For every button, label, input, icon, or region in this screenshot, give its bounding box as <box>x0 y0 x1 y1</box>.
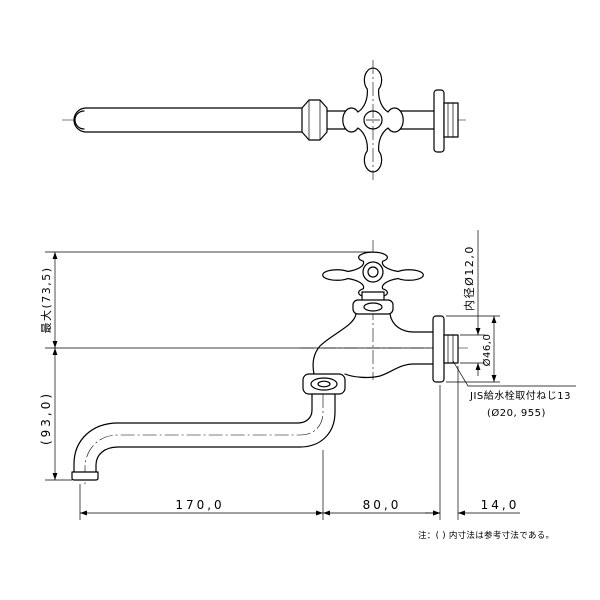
top-flange <box>433 89 445 153</box>
front-body-top-arm <box>389 313 434 333</box>
front-body-bottom <box>344 363 434 379</box>
top-spout-tube <box>73 107 306 133</box>
reference-dimension-note: 注：( ) 内寸法は参考寸法である。 <box>418 530 554 541</box>
top-spout-tip <box>74 110 85 130</box>
front-view <box>45 240 470 486</box>
front-bonnet-nut-eye <box>363 302 383 312</box>
dim-label-thread-length: 14,0 <box>481 498 520 512</box>
spout-outer-contour <box>95 393 336 473</box>
thread-spec-label: JIS給水栓取付ねじ13 <box>469 389 571 402</box>
dim-label-flange-diameter: Ø46,0 <box>481 334 493 367</box>
dim-label-spout-height: (93,0) <box>39 391 53 445</box>
front-body-left <box>312 313 357 375</box>
front-handle-hub-inner <box>367 266 379 278</box>
spout-inner-contour <box>73 393 313 473</box>
dim-label-inner-diameter: 内径Ø12,0 <box>462 245 476 311</box>
thread-ref-label: (Ø20, 955) <box>487 407 546 419</box>
top-hex-nut <box>301 99 328 141</box>
dim-label-spout-reach: 170,0 <box>175 498 224 512</box>
dimensions: 最大(73,5) (93,0) 内径Ø12,0 Ø46,0 JIS給水栓取付ねじ… <box>39 230 576 520</box>
top-thread <box>443 102 459 138</box>
spout-tip <box>71 471 99 481</box>
dim-label-body-length: 80,0 <box>363 498 402 512</box>
front-thread <box>443 334 459 364</box>
top-view <box>62 60 466 180</box>
dim-label-max-height: 最大(73,5) <box>39 266 53 333</box>
front-flange <box>432 315 445 383</box>
front-spout-nut-eye-inner <box>317 380 331 388</box>
spout-center-line <box>84 394 324 486</box>
